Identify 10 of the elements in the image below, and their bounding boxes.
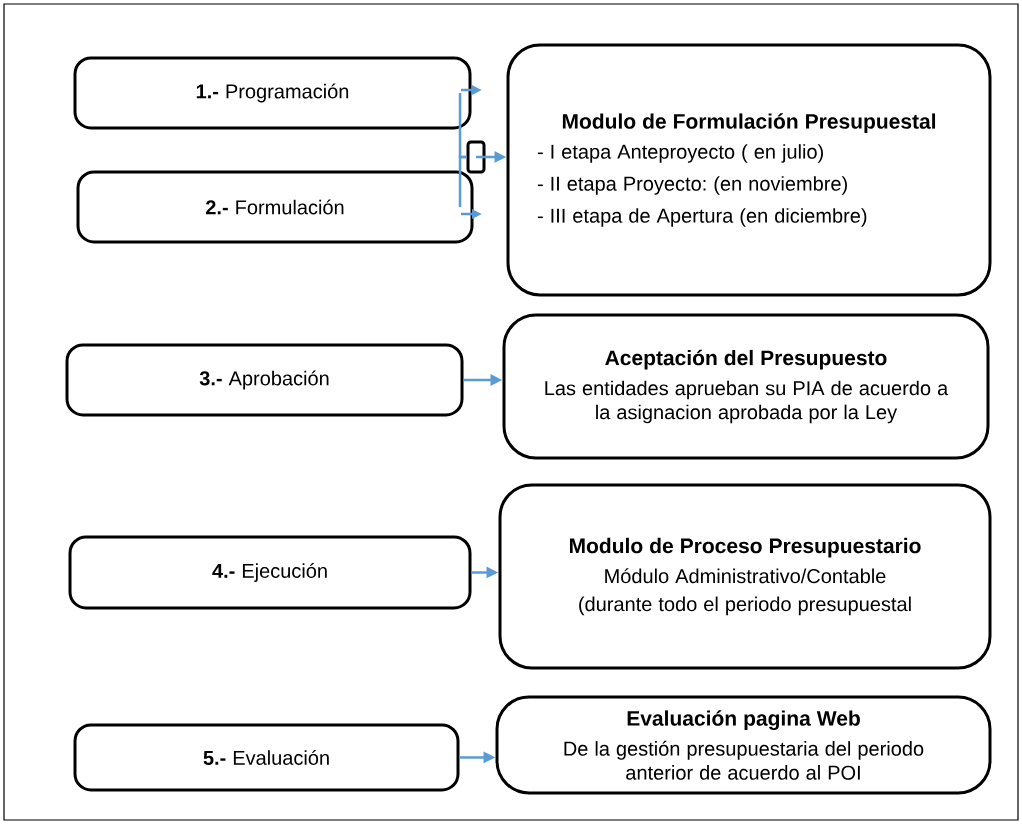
step-box: 2.- Formulación [76,170,474,244]
module-box: Evaluación pagina Web De la gestión presupuestaria del periodo anterior de acuerdo al POI [495,695,992,795]
step-box: 4.- Ejecución [68,535,472,610]
step-box: 3.- Aprobación [65,343,464,417]
module-box: Modulo de Formulación Presupuestal - I etapa Anteproyecto ( en julio) - II etapa Proyecto: (en noviembre) - III etapa de Apertura (en diciembre) [506,43,992,297]
step-box: 5.- Evaluación [73,723,460,792]
module-box: Modulo de Proceso Presupuestario Módulo Administrativo/Contable (durante todo el periodo presupuestal [498,483,992,670]
small-box [466,140,486,174]
step-box: 1.- Programación [73,56,472,130]
module-box: Aceptación del Presupuesto Las entidades aprueban su PIA de acuerdo a la asignacion aprobada por la Ley [502,313,990,460]
